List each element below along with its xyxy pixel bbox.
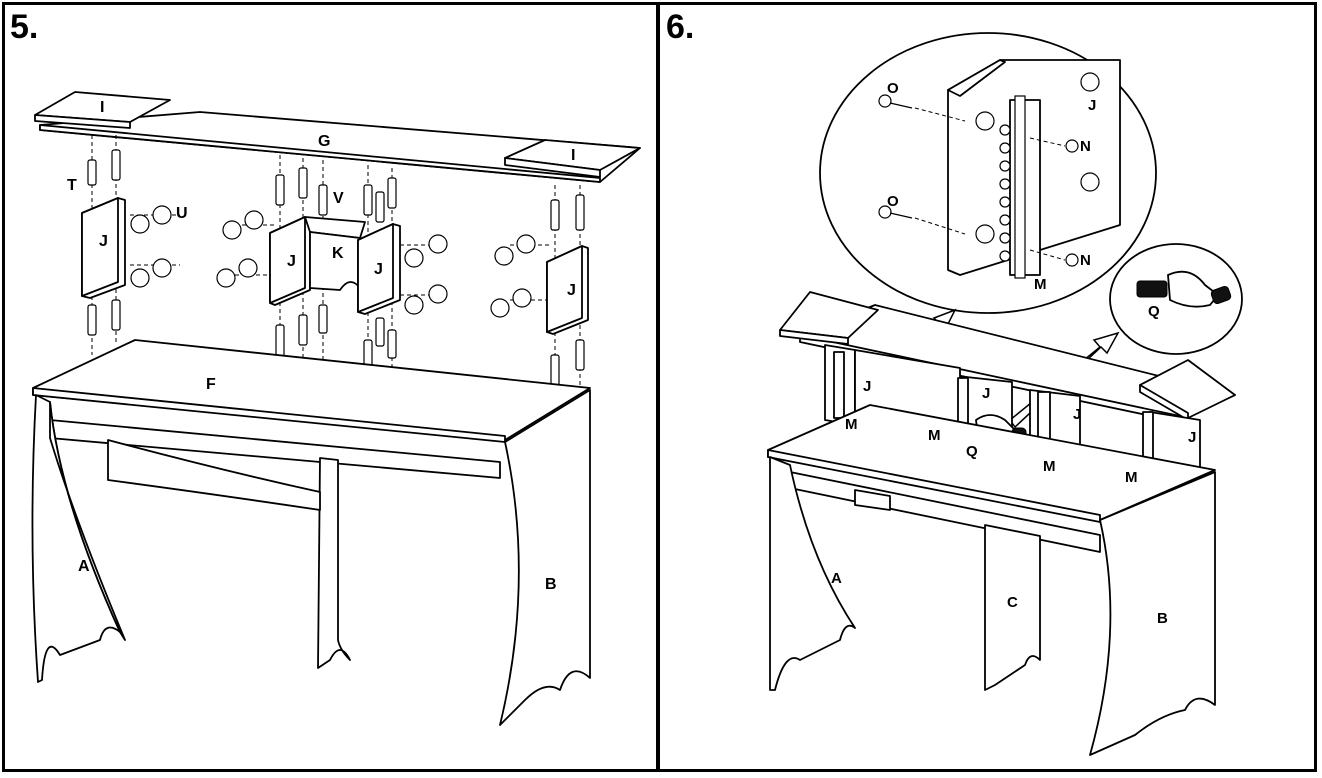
label-c-step6: C [1007, 594, 1018, 611]
label-m-4: M [1125, 469, 1138, 486]
label-j2: J [287, 253, 296, 270]
label-k: K [332, 245, 344, 262]
cam-lock-icon [130, 205, 536, 318]
label-j3: J [374, 261, 383, 278]
label-q: Q [966, 443, 978, 460]
label-o-top: O [887, 80, 899, 97]
label-b: B [545, 576, 557, 593]
label-i-left: I [100, 99, 104, 116]
label-m-2: M [928, 427, 941, 444]
shelf-g-front [39, 124, 601, 183]
label-o-bottom: O [887, 193, 899, 210]
label-f: F [206, 376, 216, 393]
step-6-number: 6. [666, 8, 695, 46]
label-n-bottom: N [1080, 252, 1091, 269]
leg-center [317, 457, 351, 669]
label-j4: J [567, 282, 576, 299]
nut-n-bottom [1065, 253, 1079, 267]
label-u: U [176, 205, 188, 222]
panel-j-right [546, 245, 589, 335]
label-t: T [67, 177, 77, 194]
label-j1: J [99, 233, 108, 250]
label-j-3: J [1073, 406, 1081, 423]
label-i-right: I [571, 147, 575, 164]
panel-j-center-left [269, 216, 311, 306]
label-q-detail: Q [1148, 303, 1160, 320]
leg-c-step6 [984, 524, 1041, 691]
label-n-top: N [1080, 138, 1091, 155]
nut-n-top [1065, 139, 1079, 153]
label-m-3: M [1043, 458, 1056, 475]
label-j-2: J [982, 385, 990, 402]
rail-m-detail [999, 124, 1011, 262]
label-a: A [78, 558, 90, 575]
label-j-1: J [863, 378, 871, 395]
step-5-number: 5. [10, 8, 39, 46]
panel-k [304, 216, 366, 291]
panel-j-left [81, 197, 126, 299]
leg-b-step6 [1089, 471, 1216, 756]
label-v: V [333, 190, 344, 207]
label-m-detail: M [1034, 276, 1047, 293]
label-g: G [318, 133, 330, 150]
label-m-1: M [845, 416, 858, 433]
step-6-panel [657, 2, 1317, 772]
leg-a-step6 [769, 456, 856, 691]
leg-b [499, 389, 591, 726]
hand-tool-icon [1136, 270, 1232, 308]
dowel-icon [87, 149, 585, 386]
label-a-step6: A [831, 570, 842, 587]
label-j-4: J [1188, 429, 1196, 446]
panel-j-center-right [357, 223, 401, 315]
step-5-diagram: I G I T U V J J K J J F A B [31, 91, 641, 726]
screw-icon [878, 94, 913, 219]
label-b-step6: B [1157, 610, 1168, 627]
label-j-detail: J [1088, 97, 1096, 114]
